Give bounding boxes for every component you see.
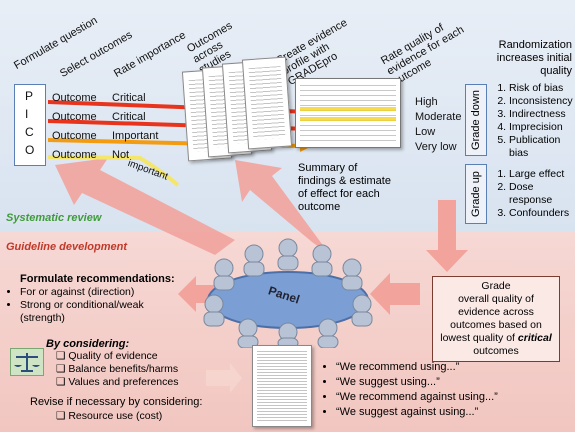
outcome-arrow-4 — [47, 155, 180, 187]
outcome-arrow-3 — [48, 138, 312, 152]
considering-label: By considering: — [46, 338, 130, 350]
grade-box: Grade overall quality of evidence across… — [432, 276, 560, 362]
outcome-2: Outcome — [52, 111, 97, 123]
pico-p: P — [25, 89, 34, 103]
recs-bullet: Strong or conditional/weak (strength) — [20, 299, 170, 325]
importance-4: Not — [112, 149, 130, 161]
importance-3: Important — [112, 130, 159, 142]
quality-moderate: Moderate — [415, 111, 462, 123]
arrow-up-right — [235, 160, 330, 255]
panel-graphic — [203, 238, 373, 348]
arrow-down — [426, 200, 468, 272]
check-item: ❑ Balance benefits/harms — [56, 363, 179, 375]
importance-1: Critical — [112, 92, 146, 104]
randomization-text: Randomization increases initial quality — [496, 39, 572, 77]
quality-low: Low — [415, 126, 436, 138]
grade-down-tab: Grade down — [465, 84, 487, 156]
statement: “We recommend against using...” — [336, 390, 498, 405]
statement: “We recommend using...” — [336, 360, 498, 375]
evidence-profile-doc — [295, 78, 401, 148]
considering-checks: ❑ Quality of evidence ❑ Balance benefits… — [56, 350, 178, 389]
revise-check: ❑ Resource use (cost) — [56, 410, 163, 422]
statement: “We suggest against using...” — [336, 405, 498, 420]
recs-bullet: For or against (direction) — [20, 286, 170, 299]
revise-label: Revise if necessary by considering: — [30, 396, 203, 408]
scales-icon — [10, 348, 44, 376]
statement: “We suggest using...” — [336, 375, 498, 390]
pico-c: C — [25, 125, 34, 139]
summary-text: Summary of findings & estimate of effect… — [298, 162, 391, 213]
arrow-faint — [206, 363, 242, 393]
grade-up-item: Large effect — [509, 168, 569, 181]
quality-very-low: Very low — [415, 141, 457, 153]
arrow-up-left — [55, 158, 235, 255]
outcome-3: Outcome — [52, 130, 97, 142]
systematic-review-label: Systematic review — [6, 212, 102, 224]
grade-up-tab: Grade up — [465, 164, 487, 224]
grade-down-item: Imprecision — [509, 121, 573, 134]
grade-up-item: Confounders — [509, 207, 569, 220]
outcome-4: Outcome — [52, 149, 97, 161]
critical-emph: critical — [517, 332, 552, 344]
check-item: ❑ Values and preferences — [56, 376, 179, 388]
grade-down-item: Indirectness — [509, 108, 573, 121]
quality-high: High — [415, 96, 438, 108]
grade-up-list: Large effect Dose response Confounders — [493, 168, 569, 220]
study-card — [241, 56, 293, 150]
statement-list: “We recommend using...” “We suggest usin… — [322, 360, 498, 420]
pico-o: O — [25, 143, 35, 157]
grade-down-list: Risk of bias Inconsistency Indirectness … — [493, 82, 573, 160]
arrow-left-to-panel — [370, 273, 420, 315]
pico-box: P I C O — [14, 84, 46, 166]
check-item: ❑ Quality of evidence — [56, 350, 158, 362]
guideline-development-label: Guideline development — [6, 241, 128, 253]
grade-down-item: Publication bias — [509, 134, 573, 160]
recs-title: Formulate recommendations: — [20, 273, 175, 285]
importance-2: Critical — [112, 111, 146, 123]
grade-down-item: Inconsistency — [509, 95, 573, 108]
recs-bullets: For or against (direction) Strong or con… — [6, 286, 170, 325]
grade-down-item: Risk of bias — [509, 82, 573, 95]
outcome-1: Outcome — [52, 92, 97, 104]
pico-i: I — [25, 107, 29, 121]
grade-up-item: Dose response — [509, 181, 559, 207]
guideline-doc — [252, 345, 312, 427]
